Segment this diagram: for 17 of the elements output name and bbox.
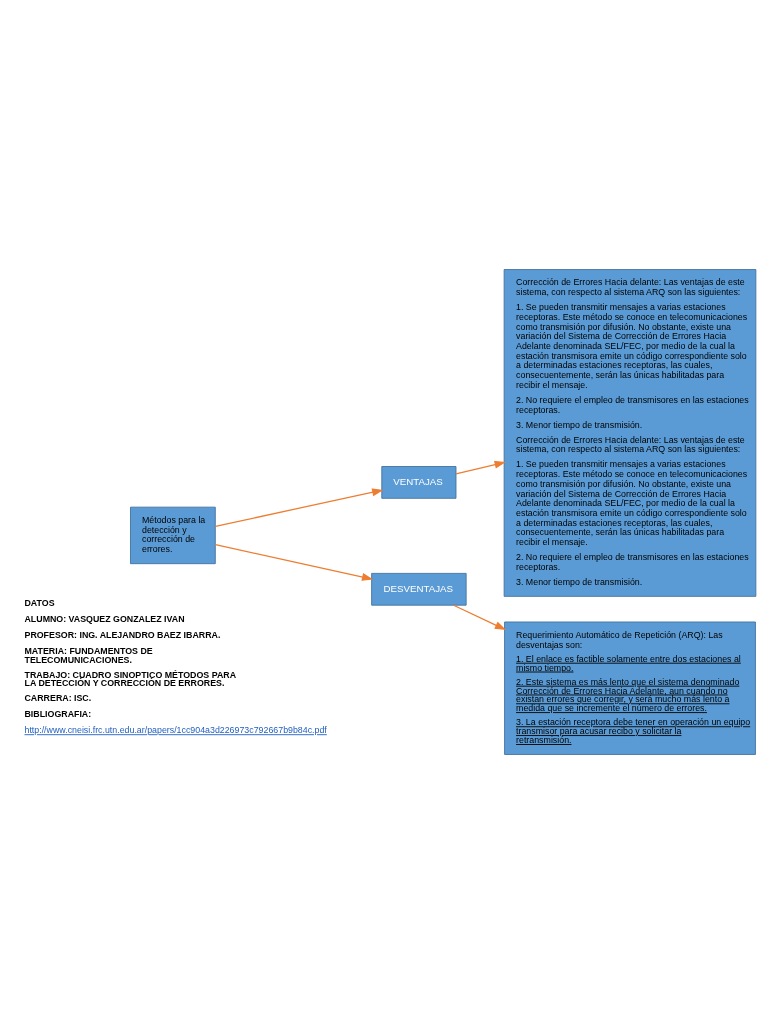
- node-box: DESVENTAJAS: [371, 572, 467, 606]
- arrow: [453, 604, 507, 631]
- node-box: Requerimiento Automático de Repetición (ARQ): Las desventajas son: 1. El enlace es factible solamente entre dos estaciones al mismo tiempo. 2. Este sistema es más lento que el sistema denominado Corrección de Errores Hacia Adelante, aun cuando no existan errores que corregir, y será mucho más lento a medida que se incremente el número de errores. 3. La estación receptora debe tener en operación un equipo transmisor para acusar recibo y solicitar la retransmisión.: [504, 621, 756, 755]
- arrow: [455, 460, 506, 475]
- node-box: Métodos para la detección y corrección de errores.: [130, 506, 216, 565]
- arrow: [214, 488, 384, 527]
- label: http://www.cneisi.frc.utn.edu.ar/papers/1cc904a3d226973c792667b9b84c.pdf: [24, 725, 327, 736]
- label: TRABAJO: CUADRO SINOPTICO MÉTODOS PARA LA DETECCIÓN Y CORRECCIÓN DE ERRORES.: [24, 669, 237, 689]
- node-box: Corrección de Errores Hacia delante: Las ventajas de este sistema, con respecto al sistema ARQ son las siguientes: 1. Se pueden transmitir mensajes a varias estaciones receptoras. Este método se conoce en telecomunicaciones como transmisión por difusión. No obstante, existe una variación del Sistema de Corrección de Errores Hacia Adelante denominada SEL/FEC, por medio de la cual la estación transmisora emite un código correspondiente solo a determinadas estaciones receptoras, las cuales, consecuentemente, serán las únicas habilitadas para recibir el mensaje. 2. No requiere el empleo de transmisores en las estaciones receptoras. 3. Menor tiempo de transmisión. Corrección de Errores Hacia delante: Las ventajas de este sistema, con respecto al sistema ARQ son las siguientes: 1. Se pueden transmitir mensajes a varias estaciones receptoras. Este método se conoce en telecomunicaciones como transmisión por difusión. No obstante, existe una variación del Sistema de Corrección de Errores Hacia Adelante denominada SEL/FEC, por medio de la cual la estación transmisora emite un código correspondiente solo a determinadas estaciones receptoras, las cuales, consecuentemente, serán las únicas habilitadas para recibir el mensaje. 2. No requiere el empleo de transmisores en las estaciones receptoras. 3. Menor tiempo de transmisión.: [503, 269, 757, 597]
- node-box: VENTAJAS: [381, 466, 457, 499]
- arrow: [214, 544, 374, 581]
- label: ALUMNO: VASQUEZ GONZALEZ IVAN: [24, 613, 185, 624]
- label: CARRERA: ISC.: [24, 693, 92, 704]
- label: MATERIA: FUNDAMENTOS DE TELECOMUNICACIONES.: [24, 645, 153, 665]
- label: PROFESOR: ING. ALEJANDRO BAEZ IBARRA.: [24, 629, 221, 640]
- label: BIBLIOGRAFIA:: [24, 709, 92, 720]
- label: DATOS: [24, 598, 55, 609]
